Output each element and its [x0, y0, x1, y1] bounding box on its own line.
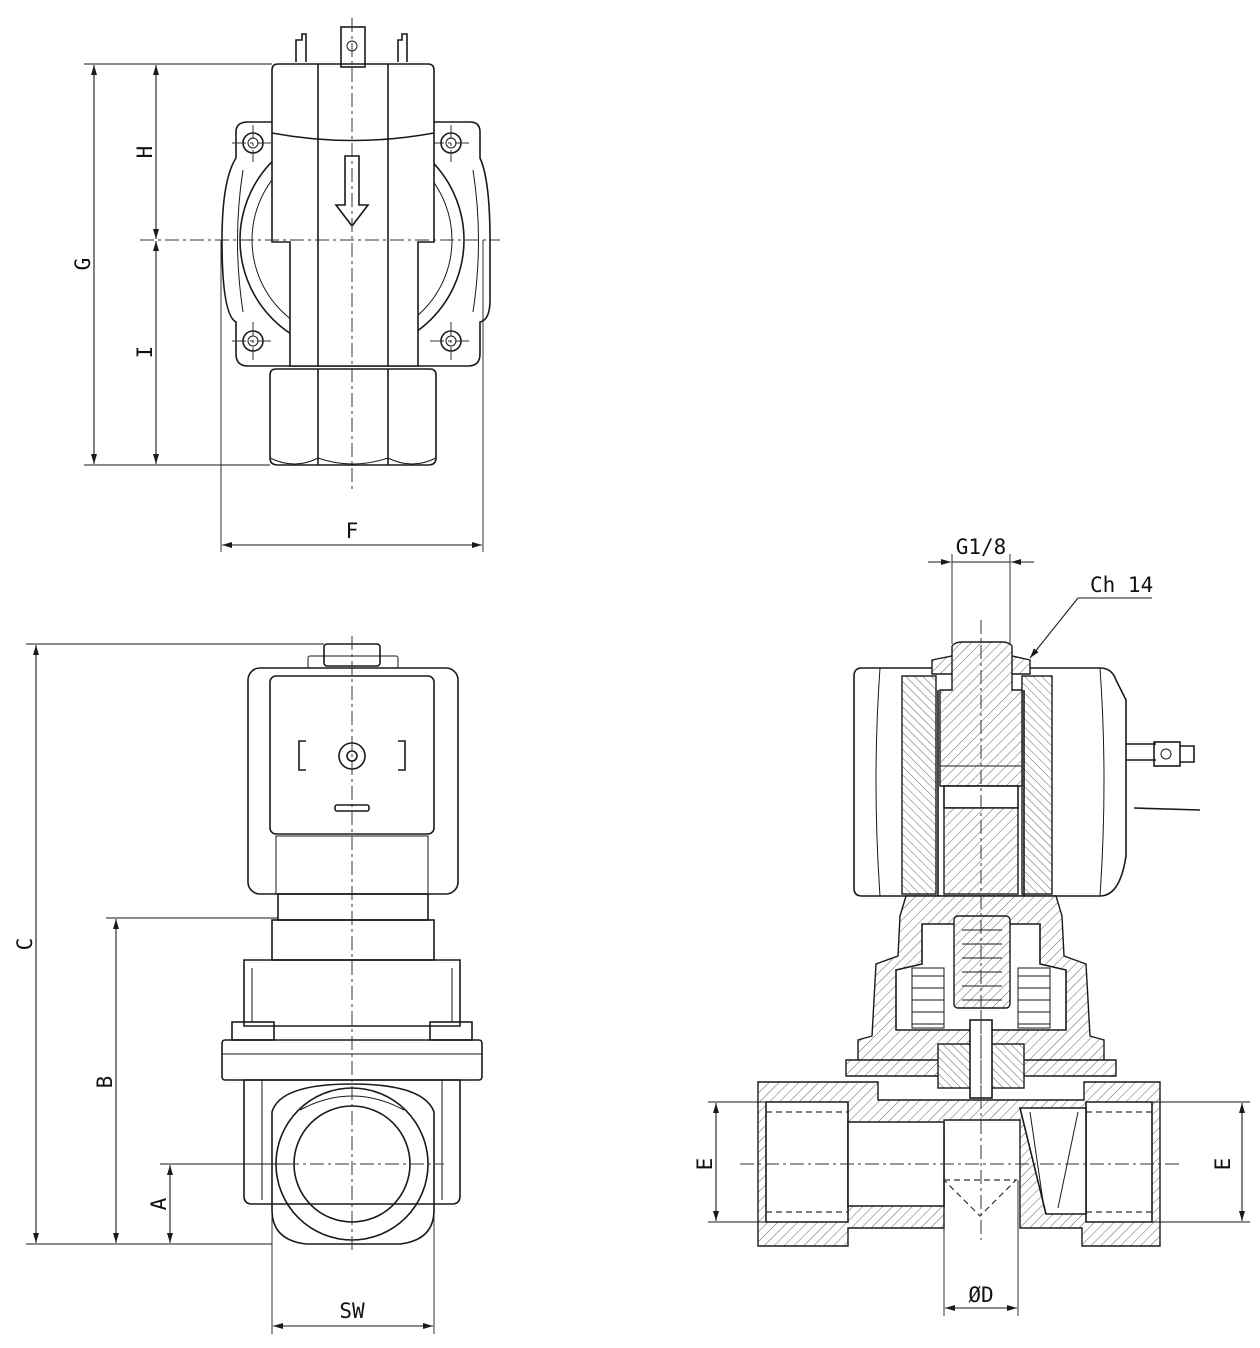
dim-port-thread-label: G1/8: [956, 535, 1007, 559]
dim-e-left-label: E: [693, 1158, 717, 1171]
front-coil-housing: [247, 667, 459, 895]
dim-h-label: H: [133, 146, 157, 159]
section-terminal: [1133, 741, 1201, 811]
top-view-coil: [271, 63, 435, 367]
section-view: G1/8 Ch 14 E E ØD: [693, 535, 1250, 1316]
top-view: G H I F: [71, 18, 500, 552]
dim-i-label: I: [133, 346, 157, 359]
front-valve-body: [243, 1079, 461, 1205]
dim-g-label: G: [71, 258, 95, 271]
flow-direction-arrow-icon: [334, 155, 370, 228]
dim-sw-label: SW: [339, 1299, 365, 1323]
dim-f-label: F: [346, 519, 359, 543]
section-springs: [911, 967, 1051, 1029]
dim-a-label: A: [147, 1197, 171, 1210]
dim-c-label: C: [13, 938, 37, 951]
top-view-body: [269, 368, 437, 466]
dim-wrench-label: Ch 14: [1090, 573, 1153, 597]
front-view: C B A SW: [13, 636, 483, 1334]
dim-b-label: B: [93, 1076, 117, 1089]
dim-orifice-label: ØD: [968, 1283, 993, 1307]
dim-e-right-label: E: [1211, 1158, 1235, 1171]
